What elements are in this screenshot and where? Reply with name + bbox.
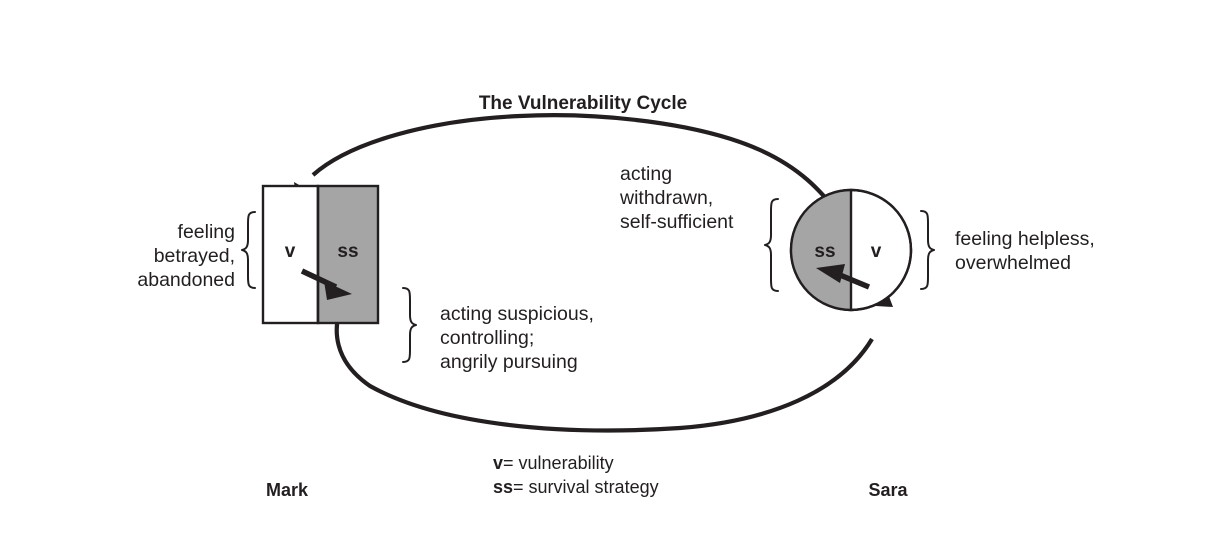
sara-behavior-brace — [764, 198, 779, 292]
sara-behavior-line-2: withdrawn, — [619, 187, 713, 209]
mark-feeling-line-2: betrayed, — [154, 245, 235, 267]
mark-feeling-brace — [241, 211, 256, 289]
mark-behavior-line-3: angrily pursuing — [440, 351, 578, 373]
mark-feeling-text: feeling betrayed, abandoned — [137, 221, 235, 291]
legend-symbol-1: ss — [493, 477, 513, 497]
sara-feeling-brace — [920, 210, 935, 290]
sara-v-to-ss-arrow — [816, 264, 871, 290]
mark-v-to-ss-arrow — [300, 268, 352, 300]
sara-v-label: v — [871, 241, 882, 262]
sara-feeling-line-2: overwhelmed — [955, 252, 1071, 274]
legend-symbol-0: v — [493, 453, 503, 473]
arrowhead-mark-v-to-ss — [324, 281, 352, 300]
mark-survival-strategy-half — [316, 184, 380, 325]
legend-row-0: v= vulnerability — [493, 453, 614, 473]
mark-behavior-line-2: controlling; — [440, 327, 534, 349]
mark-behavior-text: acting suspicious, controlling; angrily … — [440, 303, 594, 373]
mark-feeling-line-3: abandoned — [137, 269, 235, 291]
legend-separator-1: = — [513, 477, 529, 497]
sara-figure: ss v — [789, 188, 913, 312]
mark-v-label: v — [285, 241, 296, 262]
sara-behavior-line-1: acting — [620, 163, 672, 185]
diagram-title: The Vulnerability Cycle — [479, 93, 687, 114]
legend-separator-0: = — [503, 453, 519, 473]
mark-behavior-brace — [402, 287, 417, 363]
sara-feeling-text: feeling helpless, overwhelmed — [955, 228, 1095, 274]
sara-behavior-text: acting withdrawn, self-sufficient — [619, 163, 734, 233]
sara-ss-label: ss — [814, 241, 835, 262]
sara-name-label: Sara — [868, 480, 908, 500]
mark-vulnerability-half — [261, 184, 320, 325]
mark-ss-label: ss — [337, 241, 358, 262]
mark-feeling-line-1: feeling — [178, 221, 235, 243]
legend-row-1: ss= survival strategy — [493, 477, 659, 497]
mark-figure: v ss — [261, 184, 380, 325]
legend-meaning-1: survival strategy — [529, 477, 659, 497]
mark-name-label: Mark — [266, 480, 309, 500]
arrowhead-sara-v-to-ss — [816, 264, 845, 283]
sara-behavior-line-3: self-sufficient — [620, 211, 734, 233]
mark-behavior-line-1: acting suspicious, — [440, 303, 594, 325]
sara-feeling-line-1: feeling helpless, — [955, 228, 1095, 250]
legend-meaning-0: vulnerability — [519, 453, 614, 473]
legend: v= vulnerability ss= survival strategy — [493, 453, 659, 497]
